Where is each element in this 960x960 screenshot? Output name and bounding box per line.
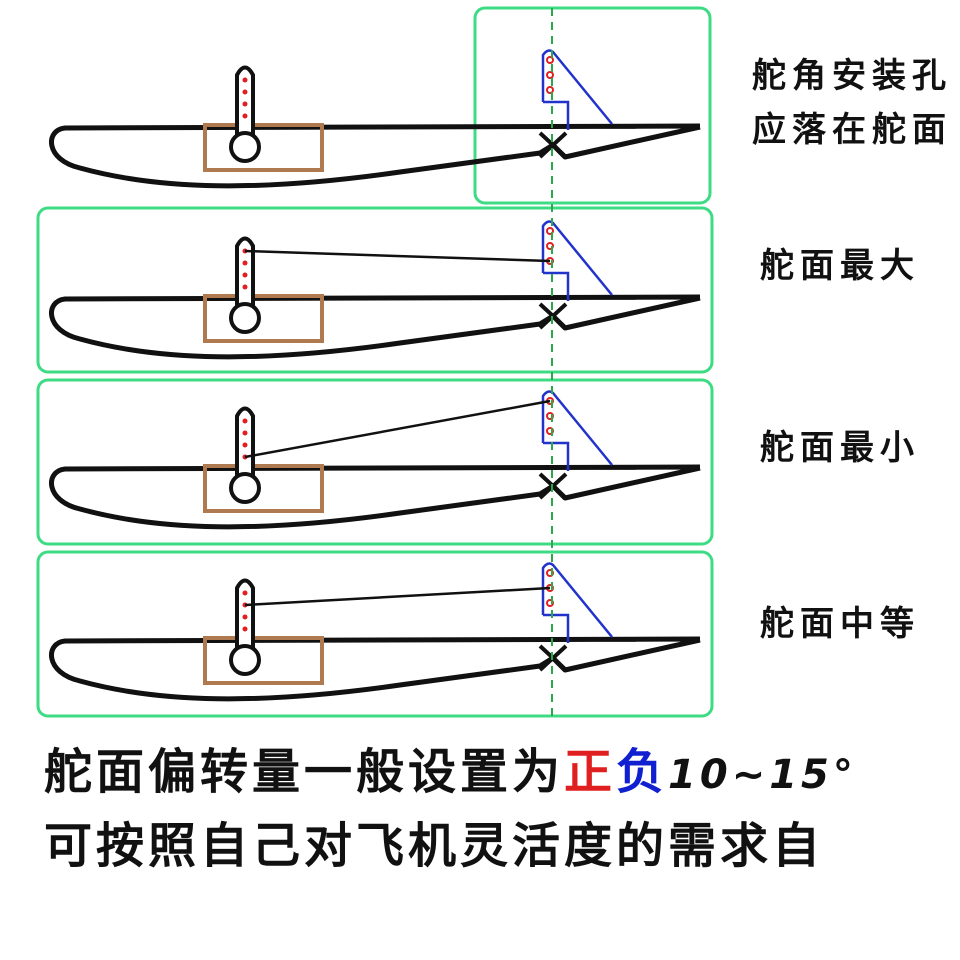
control-horn-hole xyxy=(546,56,554,64)
control-horn-hole xyxy=(546,227,554,235)
servo-arm-hole xyxy=(242,626,248,632)
airfoil xyxy=(49,123,701,189)
servo-arm-hole xyxy=(242,418,248,424)
control-horn-hole xyxy=(546,86,554,94)
servo-arm-hole xyxy=(242,260,248,266)
servo-hub xyxy=(229,472,261,504)
servo-hub xyxy=(229,644,261,676)
servo-arm xyxy=(235,236,255,318)
servo-arm-hole xyxy=(242,284,248,290)
airfoil xyxy=(49,464,701,530)
pushrod-linkage xyxy=(244,249,551,263)
servo-body xyxy=(203,123,324,172)
hinge-icon xyxy=(538,131,568,159)
servo-arm-hole xyxy=(242,77,248,83)
servo-body xyxy=(203,294,324,343)
control-horn-hole xyxy=(546,71,554,79)
panel-frame xyxy=(36,206,714,374)
positive-text: 正 xyxy=(564,744,617,800)
footer-line1-prefix: 舵面偏转量一般设置为 xyxy=(44,744,565,800)
min-throw-label: 舵面最小 xyxy=(760,428,920,468)
servo-body xyxy=(203,636,324,685)
panel-frame xyxy=(473,6,712,205)
range-text: 10~15° xyxy=(668,752,857,798)
footer-line1: 舵面偏转量一般设置为正负10~15° xyxy=(44,732,857,802)
panel-frame xyxy=(36,378,714,546)
servo-arm xyxy=(235,65,255,147)
servo-arm-hole xyxy=(242,89,248,95)
airfoil xyxy=(49,636,701,702)
servo-arm xyxy=(235,578,255,660)
mid-throw-label: 舵面中等 xyxy=(760,604,920,644)
servo-body xyxy=(203,464,324,513)
negative-text: 负 xyxy=(616,744,669,800)
horn-label-line2: 应落在舵面 xyxy=(752,110,952,150)
footer-line2: 可按照自己对飞机灵活度的需求自 xyxy=(44,818,825,874)
servo-arm-hole xyxy=(242,442,248,448)
servo-arm-hole xyxy=(242,101,248,107)
servo-arm-hole xyxy=(242,113,248,119)
horn-label-line1: 舵角安装孔 xyxy=(752,56,952,96)
servo-arm-hole xyxy=(242,272,248,278)
servo-hub xyxy=(229,302,261,334)
panel-frame xyxy=(36,550,714,718)
airfoil xyxy=(49,294,701,360)
servo-arm-hole xyxy=(242,614,248,620)
servo-arm-hole xyxy=(242,590,248,596)
servo-arm-hole xyxy=(242,430,248,436)
pushrod-linkage xyxy=(244,399,551,459)
max-throw-label: 舵面最大 xyxy=(760,246,920,286)
servo-arm xyxy=(235,406,255,488)
servo-hub xyxy=(229,131,261,163)
pushrod-linkage xyxy=(244,586,551,607)
